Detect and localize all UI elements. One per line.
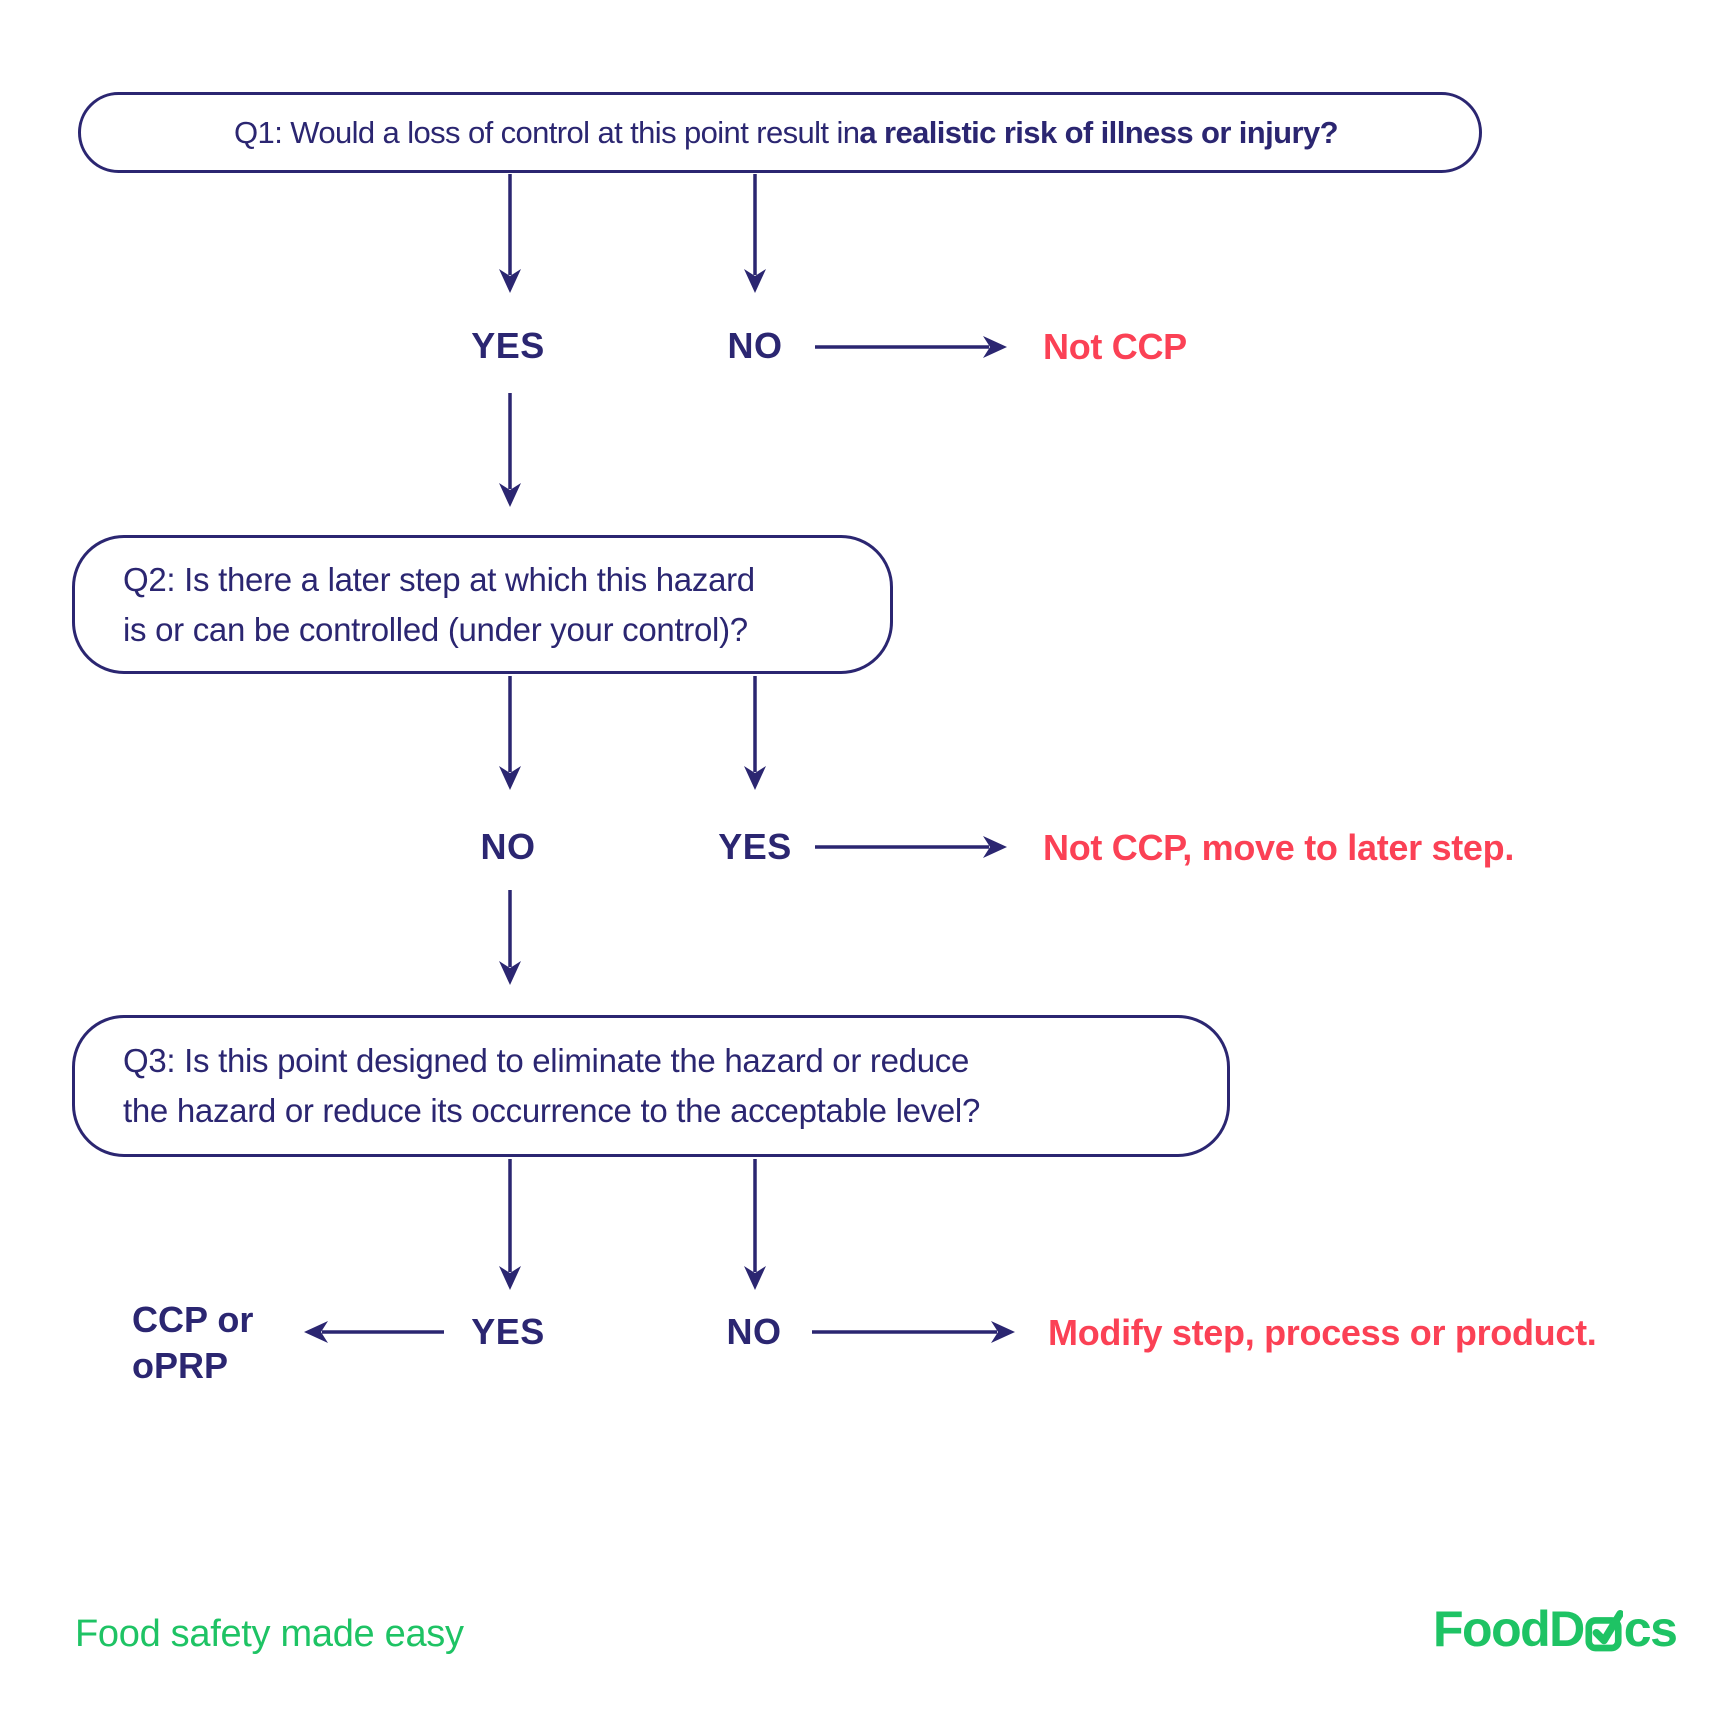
question-box-q3: Q3: Is this point designed to eliminate … [72,1015,1230,1157]
arrow-q1-to-no [744,174,766,293]
q1-no-label: NO [727,325,783,366]
arrow-yes1-to-q2 [499,393,521,507]
q3-line-2: the hazard or reduce its occurrence to t… [123,1092,981,1129]
question-box-q2: Q2: Is there a later step at which this … [72,535,893,674]
arrow-q2-to-yes [744,676,766,790]
q2-line-2: is or can be controlled (under your cont… [123,610,748,648]
arrow-no3-to-modify [812,1321,1015,1343]
q1-text-bold: a realistic risk of illness or injury? [859,114,1338,150]
q1-text: Q1: Would a loss of control at this poin… [234,114,860,150]
footer-tagline: Food safety made easy [75,1613,464,1655]
arrow-q1-to-yes [499,174,521,293]
arrow-no1-to-not-ccp [815,336,1007,358]
checkbox-check-icon [1585,1610,1623,1652]
q2-line-1: Q2: Is there a later step at which this … [123,560,755,598]
arrow-no2-to-q3 [499,890,521,985]
ccp-line-2: oPRP [132,1345,229,1386]
outcome-modify: Modify step, process or product. [1048,1312,1597,1353]
logo-text-right: cs [1623,1601,1678,1657]
ccp-line-1: CCP or [132,1299,254,1340]
q3-line-1: Q3: Is this point designed to eliminate … [123,1042,970,1079]
q3-yes-label: YES [471,1311,545,1352]
arrow-q2-to-no [499,676,521,790]
arrow-q3-to-yes [499,1159,521,1290]
question-box-q1: Q1: Would a loss of control at this poin… [78,92,1482,173]
arrow-q3-to-no [744,1159,766,1290]
fooddocs-logo: FoodD cs [1433,1600,1678,1658]
outcome-not-ccp-later: Not CCP, move to later step. [1043,827,1515,868]
outcome-not-ccp: Not CCP [1043,326,1187,367]
outcome-ccp-oprp: CCP or oPRP [132,1297,312,1389]
q1-yes-label: YES [471,325,545,366]
logo-text-left: FoodD [1433,1601,1585,1657]
arrow-yes3-to-ccp [304,1321,444,1343]
q2-yes-label: YES [718,826,792,867]
q3-no-label: NO [726,1311,782,1352]
arrow-yes2-to-not-ccp-later [815,836,1007,858]
q2-no-label: NO [480,826,536,867]
